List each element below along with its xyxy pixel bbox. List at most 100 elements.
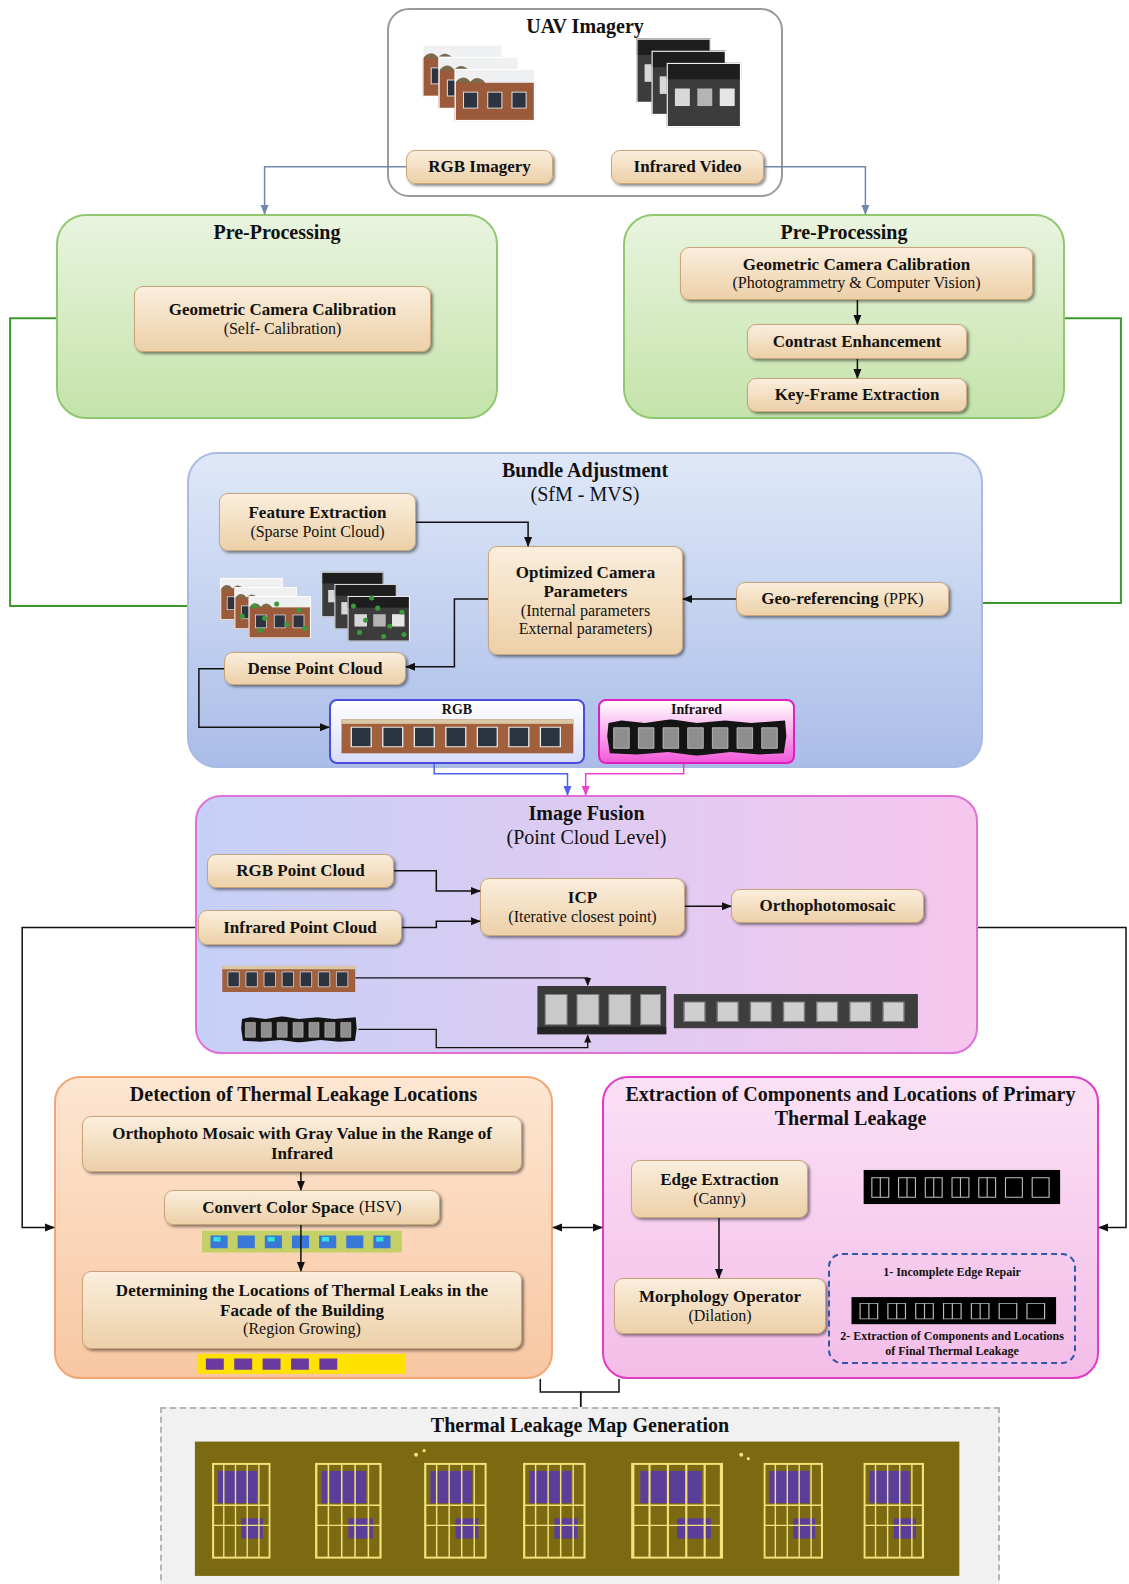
illustration-part bbox=[423, 1449, 426, 1452]
node-title: Convert Color Space bbox=[202, 1198, 354, 1218]
region-growing-image bbox=[197, 1354, 406, 1374]
illustration-part bbox=[248, 596, 311, 638]
group-panel: UAV ImageryRGB ImageryInfrared Video bbox=[387, 8, 783, 197]
process-box: Geo-referencing(PPK) bbox=[736, 582, 949, 616]
node-title: Key-Frame Extraction bbox=[775, 385, 940, 405]
process-box: Orthophotomosaic bbox=[731, 889, 924, 923]
process-box: ICP(Iterative closest point) bbox=[480, 878, 685, 936]
illustration-part bbox=[262, 616, 267, 621]
group-panel: Pre-ProcessingGeometric Camera Calibrati… bbox=[623, 214, 1065, 419]
infrared-point-cloud-image bbox=[607, 719, 786, 755]
illustration-part bbox=[213, 1464, 270, 1558]
group-panel: Pre-ProcessingGeometric Camera Calibrati… bbox=[56, 214, 498, 419]
connector-arrow bbox=[764, 167, 865, 214]
illustration-part bbox=[651, 51, 726, 116]
node-title: Dense Point Cloud bbox=[247, 659, 382, 679]
connector-arrow bbox=[199, 669, 329, 728]
connector-arrow bbox=[978, 927, 1126, 1227]
illustration-part bbox=[234, 587, 297, 629]
node-title: Extraction of Components and Locations o… bbox=[604, 1082, 1097, 1130]
infrared-frame-stack bbox=[636, 38, 741, 127]
node-title: Contrast Enhancement bbox=[773, 332, 942, 352]
node-title: Geometric Camera Calibration bbox=[169, 300, 397, 320]
node-title: Infrared Point Cloud bbox=[223, 918, 377, 938]
node-subtitle: (Photogrammetry & Computer Vision) bbox=[732, 274, 980, 292]
hsv-image bbox=[202, 1230, 402, 1252]
illustration-part bbox=[387, 624, 392, 629]
connector-arrow bbox=[300, 1225, 302, 1271]
node-title: ICP bbox=[568, 888, 597, 908]
node-title: Determining the Locations of Thermal Lea… bbox=[91, 1281, 513, 1320]
node-title: Optimized Camera Parameters bbox=[497, 563, 674, 602]
process-box: Contrast Enhancement bbox=[747, 324, 967, 359]
node-subtitle: (Dilation) bbox=[688, 1307, 751, 1325]
connector-arrow bbox=[434, 764, 567, 795]
node-title: Morphology Operator bbox=[639, 1287, 801, 1307]
connector-arrow bbox=[22, 927, 195, 1227]
illustration-part bbox=[220, 578, 283, 620]
illustration-part bbox=[357, 630, 362, 635]
process-box: Determining the Locations of Thermal Lea… bbox=[82, 1271, 522, 1349]
process-box: Geometric Camera Calibration(Photogramme… bbox=[680, 247, 1033, 300]
illustration-part bbox=[863, 1170, 1060, 1204]
connector-arrow bbox=[300, 1172, 302, 1190]
connector-arrow bbox=[406, 599, 488, 667]
connector-line bbox=[983, 318, 1121, 603]
illustration-part bbox=[351, 604, 356, 609]
node-subtitle: (HSV) bbox=[359, 1198, 402, 1216]
fusion-figure bbox=[222, 966, 918, 1048]
illustration-part bbox=[399, 610, 404, 615]
node-title: Thermal Leakage Map Generation bbox=[162, 1413, 998, 1437]
process-box: Feature Extraction(Sparse Point Cloud) bbox=[219, 493, 416, 551]
illustration-part bbox=[363, 618, 368, 623]
connector-line bbox=[540, 1379, 580, 1407]
dashed-box: 1- Incomplete Edge Repair2- Extraction o… bbox=[828, 1253, 1076, 1364]
node-subtitle: (PPK) bbox=[884, 590, 924, 608]
node-title: Bundle Adjustment bbox=[189, 458, 981, 482]
node-title: Orthophoto Mosaic with Gray Value in the… bbox=[91, 1124, 513, 1163]
rgb-photo-stack bbox=[422, 44, 535, 121]
node-subtitle: (Iterative closest point) bbox=[508, 908, 656, 926]
illustration-part bbox=[240, 596, 407, 639]
node-subtitle: (Canny) bbox=[693, 1190, 745, 1208]
illustration-part bbox=[851, 1297, 1056, 1324]
rgb-point-cloud-image bbox=[341, 719, 573, 753]
node-subtitle: (Region Growing) bbox=[243, 1320, 361, 1338]
illustration-part bbox=[454, 69, 535, 122]
connector-arrow bbox=[265, 167, 406, 214]
dilation-image bbox=[851, 1297, 1056, 1324]
illustration-part bbox=[607, 719, 786, 755]
illustration-part bbox=[414, 1453, 418, 1457]
connector-arrow bbox=[685, 905, 731, 907]
process-box: Edge Extraction(Canny) bbox=[631, 1160, 808, 1218]
illustration-part bbox=[222, 966, 355, 992]
process-box: RGB Imagery bbox=[406, 150, 553, 184]
connector-line bbox=[10, 318, 187, 606]
connector-line bbox=[581, 1379, 619, 1407]
node-subtitle: (Self- Calibration) bbox=[224, 320, 342, 338]
illustration-part bbox=[302, 626, 307, 631]
connector-arrow bbox=[857, 300, 859, 324]
illustration-part bbox=[197, 1354, 406, 1374]
process-box: Infrared Video bbox=[611, 150, 764, 184]
process-box: Geometric Camera Calibration(Self- Calib… bbox=[134, 286, 431, 352]
node-title: Edge Extraction bbox=[660, 1170, 779, 1190]
process-box: Key-Frame Extraction bbox=[747, 378, 967, 412]
illustration-part bbox=[674, 994, 918, 1028]
node-title: Infrared bbox=[671, 702, 722, 717]
node-title: Geometric Camera Calibration bbox=[743, 255, 971, 275]
output-panel: Infrared bbox=[598, 699, 795, 764]
connector-arrow bbox=[586, 764, 684, 795]
output-panel: RGB bbox=[329, 699, 585, 764]
group-panel: Bundle Adjustment(SfM - MVS)Feature Extr… bbox=[187, 452, 983, 768]
node-subtitle: (Sparse Point Cloud) bbox=[250, 523, 384, 541]
illustration-part bbox=[296, 608, 301, 613]
illustration-part bbox=[425, 1464, 486, 1558]
illustration-part bbox=[401, 632, 406, 637]
illustration-part bbox=[537, 986, 666, 1034]
process-box: Dense Point Cloud bbox=[224, 652, 406, 685]
illustration-part bbox=[241, 1016, 356, 1042]
illustration-part bbox=[369, 596, 374, 601]
connector-arrow bbox=[683, 598, 736, 600]
